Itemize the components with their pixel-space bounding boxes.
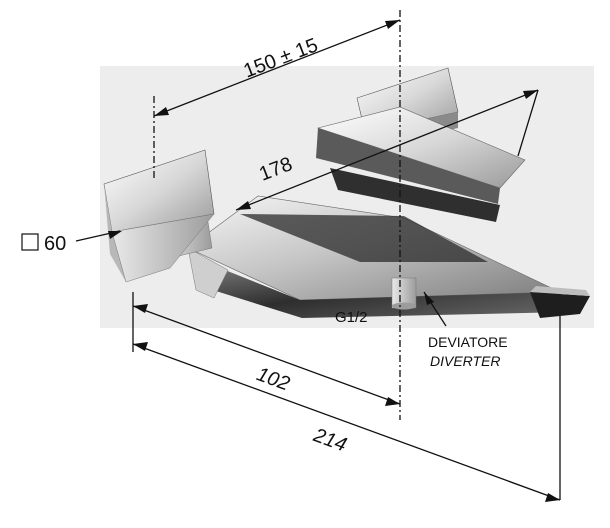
connection-label: G1/2	[335, 309, 368, 326]
square-symbol-icon	[21, 233, 39, 251]
diverter-label-italian: DEVIATORE	[428, 334, 508, 350]
diverter-label-english: DIVERTER	[430, 353, 501, 369]
faucet-illustration	[103, 67, 590, 318]
dimension-lines	[75, 10, 561, 502]
total-length-label: 214	[310, 424, 350, 456]
flange-size-label: 60	[44, 233, 66, 255]
